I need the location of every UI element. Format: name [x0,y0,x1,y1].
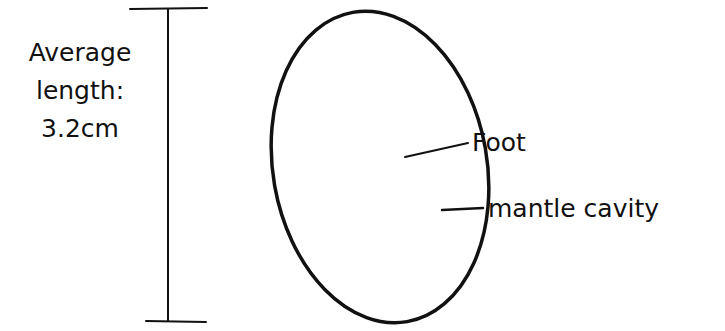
part-label: mantle cavity [488,190,720,228]
dimension-line [167,9,169,321]
leader-line [405,143,468,157]
dimension-tick [146,321,206,322]
part-label: Foot [472,124,592,162]
dimension-label: Average length: 3.2cm [2,34,158,148]
dimension-tick [130,8,207,9]
leader-line [442,208,483,210]
specimen-outline [247,0,512,331]
